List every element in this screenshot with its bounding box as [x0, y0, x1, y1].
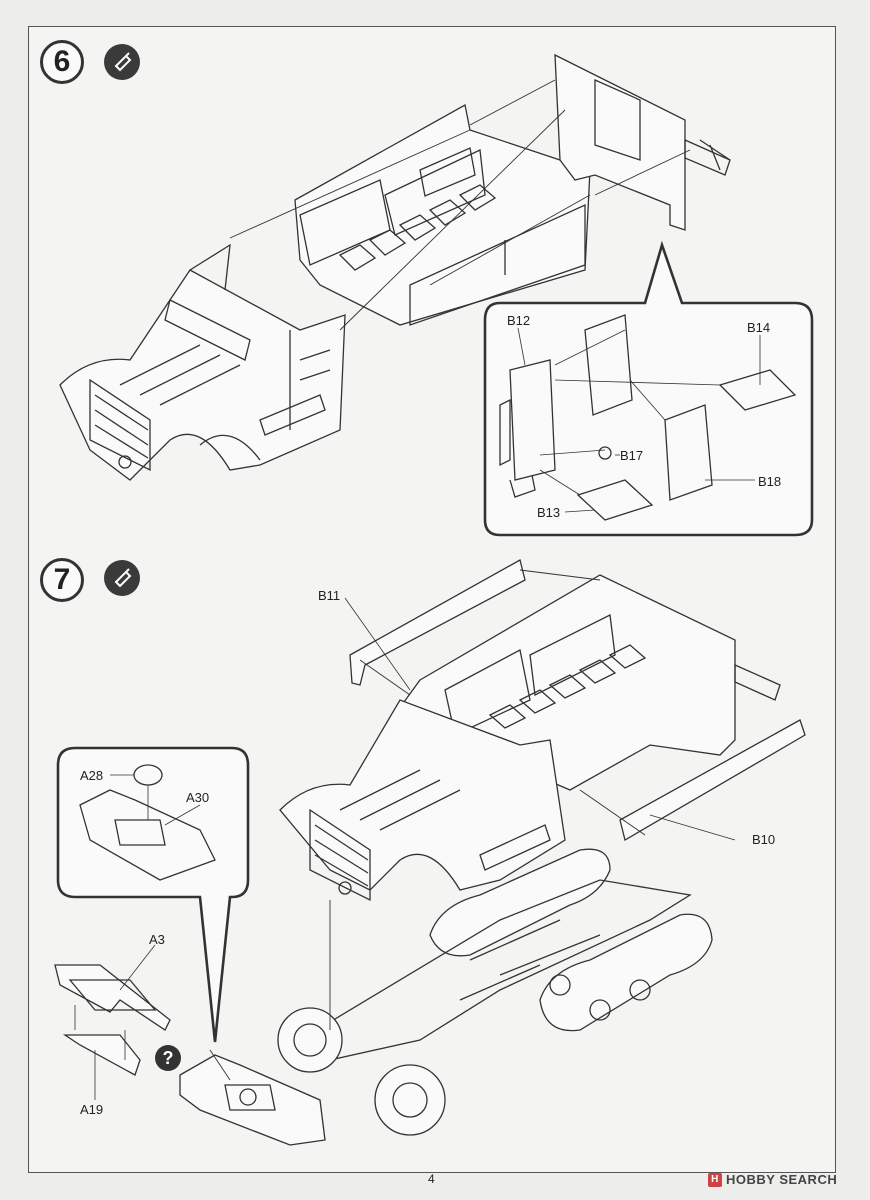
step6-hood-assembly — [59, 243, 346, 481]
question-mark-icon: ? — [155, 1045, 181, 1071]
part-label-a3: A3 — [149, 932, 165, 947]
part-label-b12: B12 — [507, 313, 531, 328]
step6-rear-panel — [554, 53, 731, 231]
step7-arrows — [209, 569, 646, 1081]
part-label-b18: B18 — [758, 474, 782, 489]
part-label-b11: B11 — [318, 588, 341, 603]
watermark-text: HOBBY SEARCH — [726, 1172, 838, 1187]
watermark: H HOBBY SEARCH — [708, 1172, 837, 1187]
step7-tow-bracket — [54, 964, 171, 1076]
glue-tube-icon — [104, 44, 140, 80]
part-label-a28: A28 — [80, 768, 104, 783]
part-label-a19: A19 — [80, 1102, 104, 1117]
step6-arrows — [229, 79, 691, 331]
step-7-number: 7 — [40, 558, 84, 602]
step6-body-tub — [294, 103, 591, 326]
step6-detail-callout — [483, 240, 814, 537]
part-label-b13: B13 — [537, 505, 561, 520]
hobby-search-logo-icon: H — [708, 1172, 722, 1187]
step7-upper-assembly — [279, 559, 806, 902]
part-label-b14: B14 — [747, 320, 771, 335]
step7-detail-callout — [56, 746, 250, 1043]
step7-bumper — [179, 1054, 326, 1146]
part-label-b17: B17 — [620, 448, 644, 463]
part-label-b10: B10 — [752, 832, 776, 847]
step7-chassis — [277, 848, 713, 1136]
step-6-number: 6 — [40, 40, 84, 84]
glue-tube-icon — [104, 560, 140, 596]
label-leaders — [94, 327, 761, 1100]
page-number: 4 — [428, 1172, 435, 1186]
part-label-a30: A30 — [186, 790, 210, 805]
